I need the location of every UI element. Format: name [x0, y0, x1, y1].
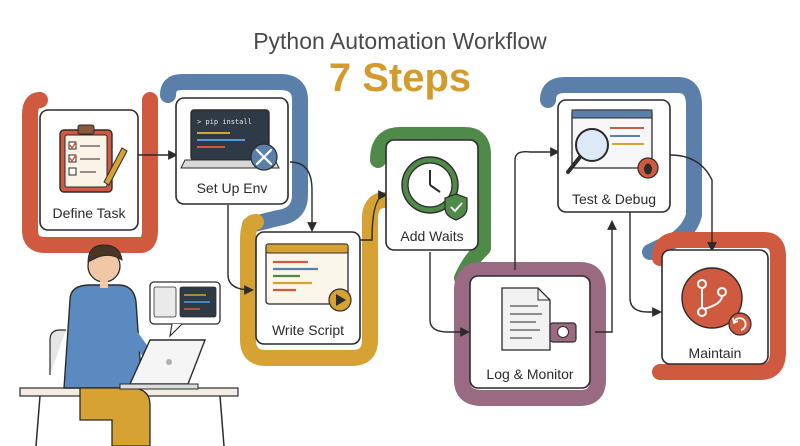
clock-icon [401, 156, 459, 214]
refresh-icon [728, 312, 752, 336]
ribbon-band-waits [370, 127, 491, 286]
step-card-define-task [39, 109, 139, 231]
ribbon-band-maintain [652, 232, 786, 380]
step-card-maintain [661, 249, 769, 365]
ribbon-band-test [540, 77, 702, 260]
step-label-test-debug: Test & Debug [571, 191, 657, 207]
step-card-add-waits [385, 139, 479, 251]
ribbon-band-script [240, 192, 393, 366]
log-document-icon [501, 287, 551, 351]
bug-icon [637, 157, 659, 179]
person-at-laptop-illustration [19, 244, 239, 446]
step-card-set-up-env: > pip install [175, 97, 289, 205]
connector-2-3 [289, 161, 317, 232]
wrench-screwdriver-icon [250, 143, 278, 171]
play-button-icon [328, 288, 352, 312]
diagram-title: Python Automation Workflow [253, 28, 547, 54]
connector-4-5 [429, 252, 470, 337]
ribbon-band-group [22, 74, 786, 406]
step-label-log-monitor: Log & Monitor [486, 366, 574, 382]
step-card-log-monitor [469, 275, 591, 389]
step-card-write-script [255, 231, 361, 345]
connector-5-6 [514, 147, 560, 270]
git-branch-icon [681, 267, 743, 329]
magnifier-icon [566, 128, 609, 174]
ribbon-band-log [454, 262, 606, 406]
connector-2-3b [227, 205, 254, 295]
step-card-test-debug [557, 99, 671, 213]
camera-icon [549, 322, 577, 343]
terminal-text: > pip install [197, 118, 252, 126]
clipboard-checklist-icon [59, 124, 128, 193]
shield-icon [444, 193, 468, 221]
connector-5-6b [595, 220, 617, 333]
step-label-maintain: Maintain [688, 345, 742, 361]
ribbon-band-define [22, 92, 158, 253]
step-label-define-task: Define Task [52, 205, 126, 221]
ribbon-band-env [160, 74, 308, 233]
step-label-write-script: Write Script [271, 322, 345, 338]
diagram-subtitle: 7 Steps [328, 56, 472, 100]
step-label-add-waits: Add Waits [400, 228, 464, 244]
connector-6-7b [629, 210, 662, 317]
code-bubble-icon [149, 281, 221, 338]
connector-3-4 [360, 190, 388, 241]
connector-6-7 [669, 154, 717, 252]
code-window-icon [265, 243, 349, 305]
step-label-set-up-env: Set Up Env [196, 180, 268, 196]
laptop-icon [119, 339, 207, 390]
connector-group [138, 147, 717, 337]
